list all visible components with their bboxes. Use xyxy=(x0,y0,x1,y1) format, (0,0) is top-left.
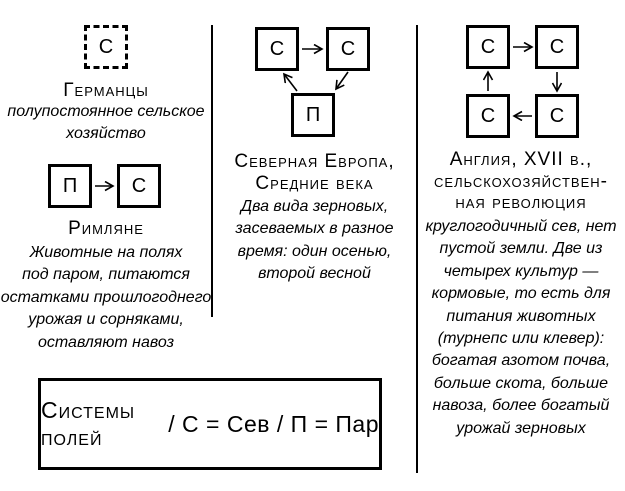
column-divider-left xyxy=(211,25,213,317)
legend-title: Системы полей xyxy=(41,397,136,450)
subtitle-germans: полупостоянное сельское хозяйство xyxy=(7,103,205,143)
arrow-fallow-to-sown-cycle-icon xyxy=(284,74,298,92)
sown-box-br-label: С xyxy=(549,105,565,127)
sown-box-dashed: С xyxy=(84,25,128,69)
fallow-box-2-label: П xyxy=(305,104,321,126)
sown-box-tr: С xyxy=(535,25,579,69)
column-divider-right xyxy=(416,25,418,473)
arrow-sown-to-fallow-icon xyxy=(336,71,349,89)
subtitle-romans: Животные на полях под паром, питаются ос… xyxy=(0,244,212,351)
heading-northern-europe: Северная Европа, Средние века xyxy=(234,151,395,194)
sown-box-1-label: С xyxy=(269,38,285,60)
legend-mapping: / С = Сев / П = Пар xyxy=(168,410,379,437)
sown-box-2: С xyxy=(326,27,370,71)
legend-box: Системы полей / С = Сев / П = Пар xyxy=(38,378,382,470)
sown-box-bl: С xyxy=(466,94,510,138)
heading-england: Англия, XVII в., сельскохозяйствен- ная … xyxy=(434,149,608,213)
heading-romans: Римляне xyxy=(68,218,144,239)
sown-box: С xyxy=(117,164,161,208)
sown-box-tr-label: С xyxy=(549,36,565,58)
subtitle-england: круглогодичный сев, нет пустой земли. Дв… xyxy=(425,218,617,437)
sown-box-tl: С xyxy=(466,25,510,69)
sown-box-dashed-label: С xyxy=(98,36,114,58)
fallow-box-label: П xyxy=(62,175,78,197)
fallow-box-2: П xyxy=(291,93,335,137)
sown-box-1: С xyxy=(255,27,299,71)
fallow-box: П xyxy=(48,164,92,208)
sown-box-2-label: С xyxy=(340,38,356,60)
sown-box-br: С xyxy=(535,94,579,138)
sown-box-label: С xyxy=(131,175,147,197)
sown-box-bl-label: С xyxy=(480,105,496,127)
sown-box-tl-label: С xyxy=(480,36,496,58)
subtitle-northern-europe: Два вида зерновых, засеваемых в разное в… xyxy=(235,198,394,283)
heading-germans: Германцы xyxy=(63,80,149,101)
